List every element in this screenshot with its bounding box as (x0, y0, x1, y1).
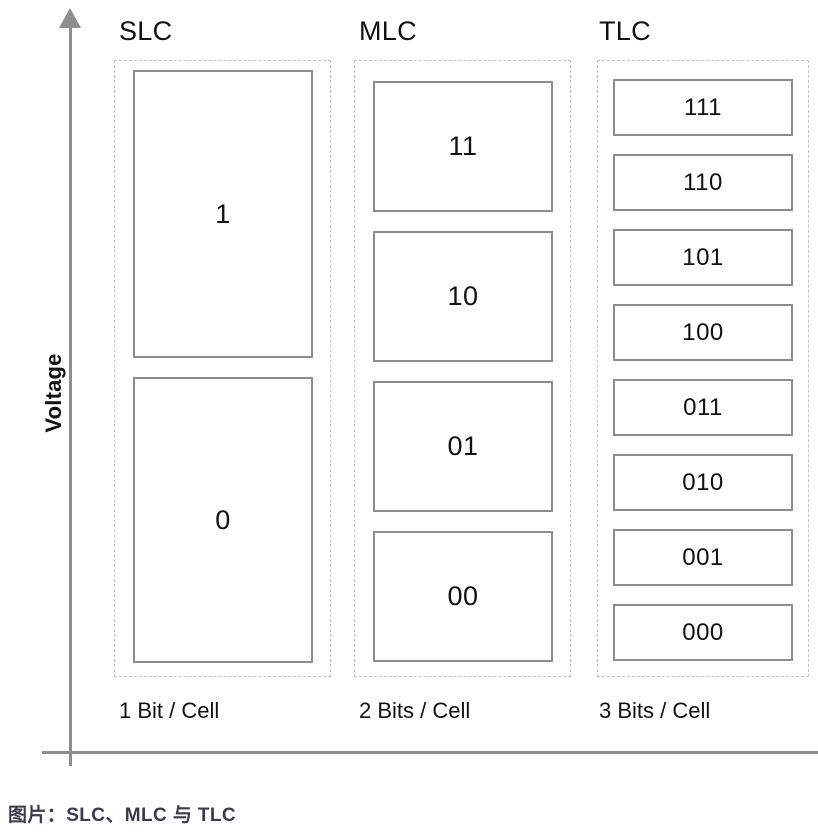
horizontal-axis-line (42, 751, 818, 754)
cell-tlc-101: 101 (613, 229, 793, 286)
group-container-mlc (354, 60, 571, 677)
cell-tlc-111: 111 (613, 79, 793, 136)
bits-per-cell-slc: 1 Bit / Cell (119, 698, 220, 723)
voltage-axis-line (69, 22, 72, 766)
cell-tlc-110: 110 (613, 154, 793, 211)
cell-tlc-100: 100 (613, 304, 793, 361)
column-header-tlc: TLC (599, 16, 651, 46)
cell-slc-0: 0 (133, 377, 313, 663)
figure-caption: 图片：SLC、MLC 与 TLC (8, 805, 237, 826)
cell-mlc-00: 00 (373, 531, 553, 662)
cell-slc-1: 1 (133, 70, 313, 358)
bits-per-cell-tlc: 3 Bits / Cell (599, 698, 711, 723)
column-header-mlc: MLC (359, 16, 417, 46)
cell-tlc-010: 010 (613, 454, 793, 511)
bits-per-cell-mlc: 2 Bits / Cell (359, 698, 471, 723)
cell-mlc-11: 11 (373, 81, 553, 212)
cell-mlc-10: 10 (373, 231, 553, 362)
voltage-axis-arrow-icon (59, 8, 81, 28)
group-container-tlc (597, 60, 809, 677)
voltage-axis-label: Voltage (41, 353, 66, 433)
cell-tlc-011: 011 (613, 379, 793, 436)
cell-tlc-000: 000 (613, 604, 793, 661)
group-container-slc (114, 60, 331, 677)
column-header-slc: SLC (119, 16, 173, 46)
cell-mlc-01: 01 (373, 381, 553, 512)
cell-tlc-001: 001 (613, 529, 793, 586)
